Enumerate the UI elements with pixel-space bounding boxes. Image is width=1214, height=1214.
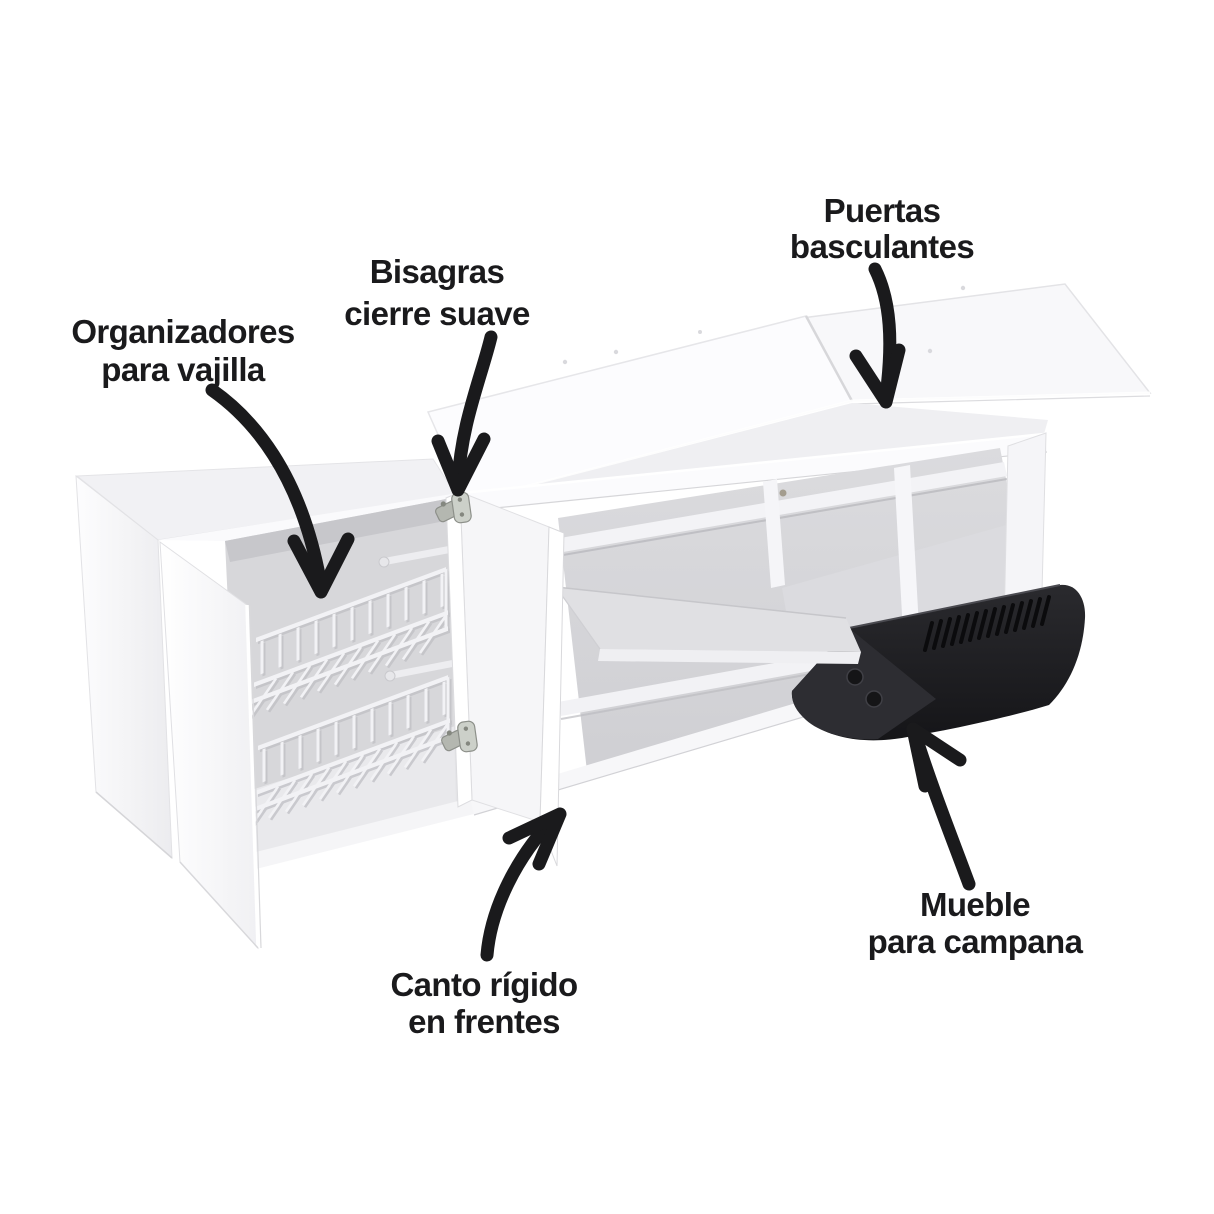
dish-rack-lower — [252, 659, 459, 826]
middle-swing-door — [431, 490, 565, 867]
left-swing-door — [159, 540, 262, 950]
hood-buttons — [846, 668, 883, 708]
label-puertas-line2: basculantes — [790, 228, 974, 265]
arrow-to-hood — [906, 722, 976, 891]
label-canto-line2: en frentes — [408, 1003, 560, 1040]
annotation-arrows — [205, 262, 976, 962]
door-screw-dots — [562, 285, 966, 365]
label-puertas: Puertas basculantes — [790, 192, 975, 265]
label-campana-line1: Mueble — [920, 886, 1030, 923]
label-puertas-line1: Puertas — [824, 192, 941, 229]
label-bisagras: Bisagras cierre suave — [344, 253, 530, 332]
left-bottom-band — [240, 798, 474, 872]
label-organizadores-line1: Organizadores — [71, 313, 294, 350]
label-bisagras-line2: cierre suave — [344, 295, 530, 332]
door-seam — [804, 315, 854, 402]
pull-out-shelf — [555, 586, 861, 664]
arrow-to-dish-racks — [205, 383, 355, 599]
cabinet — [75, 283, 1152, 950]
label-organizadores-line2: para vajilla — [101, 351, 266, 388]
label-canto: Canto rígido en frentes — [390, 966, 578, 1040]
label-campana-line2: para campana — [868, 923, 1084, 960]
dish-rack-upper — [250, 545, 456, 718]
arrow-to-hinge — [431, 330, 498, 497]
arrow-to-door-edge — [480, 807, 567, 962]
label-canto-line1: Canto rígido — [390, 966, 577, 1003]
label-campana: Mueble para campana — [868, 886, 1085, 960]
cubby-divider — [763, 479, 785, 588]
annotation-labels: Organizadores para vajilla Bisagras cier… — [71, 192, 1085, 1040]
door-front-edge — [539, 526, 565, 867]
carcass-front-band — [452, 434, 1047, 512]
label-organizadores: Organizadores para vajilla — [71, 313, 295, 388]
door-face — [459, 491, 550, 823]
cam-lock — [779, 489, 787, 497]
label-bisagras-line1: Bisagras — [370, 253, 505, 290]
arrow-to-lift-up-door — [849, 262, 906, 409]
lift-up-door-right — [800, 283, 1152, 402]
carcass-top — [452, 403, 1048, 502]
hood-vent-slats — [923, 595, 1051, 652]
left-section-interior — [225, 493, 476, 872]
